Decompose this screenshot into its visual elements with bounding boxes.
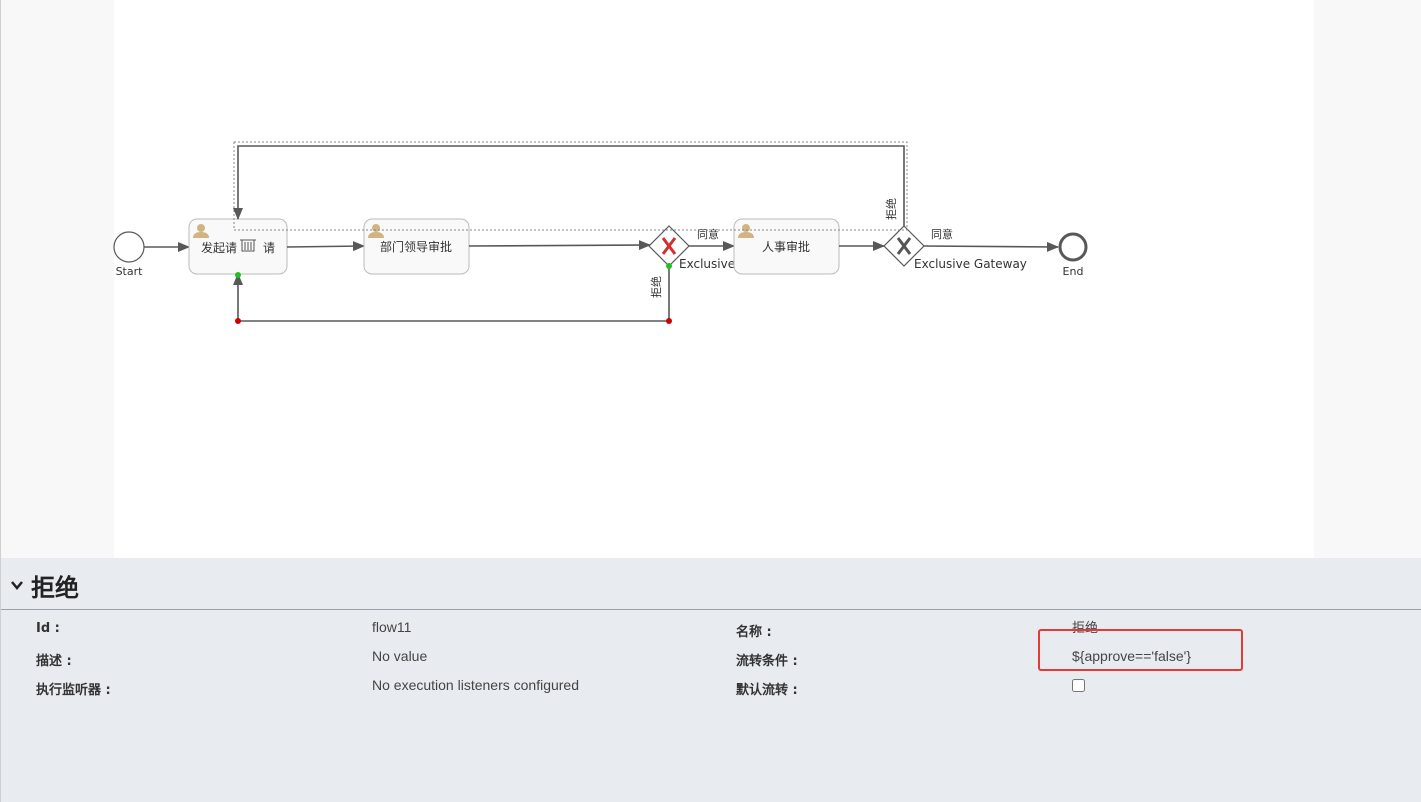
id-value[interactable]: flow11	[372, 619, 412, 635]
description-label: 描述 :	[36, 654, 72, 669]
description-value[interactable]: No value	[372, 648, 428, 664]
highlight-box	[1038, 629, 1243, 671]
sequence-flow-dept-to-gateway[interactable]	[468, 240, 651, 251]
name-value[interactable]: 拒绝	[1072, 620, 1099, 635]
default-flow-label: 默认流转 :	[736, 683, 798, 698]
end-event-label: End	[1063, 265, 1084, 278]
selection-handle[interactable]	[235, 272, 241, 278]
sequence-flow-gateway1-reject[interactable]	[233, 266, 670, 322]
task-label-hr-approval: 人事审批	[762, 239, 810, 254]
name-label: 名称 :	[736, 625, 772, 640]
flow-label-agree-1: 同意	[697, 227, 719, 241]
id-label: Id :	[36, 621, 60, 636]
exclusive-gateway-1[interactable]: Exclusive	[648, 225, 735, 271]
properties-header[interactable]: 拒绝	[1, 558, 1421, 610]
flow-label-reject-1: 拒绝	[649, 276, 663, 298]
gateway-2-label: Exclusive Gateway	[914, 257, 1027, 271]
selection-handle[interactable]	[235, 318, 241, 324]
properties-panel: 拒绝 Id : flow11 名称 : 拒绝 描述 : No value 流转条…	[0, 558, 1421, 802]
gateway-x-icon	[896, 237, 912, 255]
execution-listeners-label: 执行监听器 :	[36, 683, 111, 698]
diagram-canvas-area: Start 发起请 请	[0, 0, 1421, 558]
start-event-label: Start	[116, 265, 144, 278]
sequence-flow-request-to-dept[interactable]	[286, 241, 365, 252]
flow-label-reject-2: 拒绝	[884, 198, 898, 220]
task-label-dept-approval: 部门领导审批	[380, 239, 452, 254]
user-task-request[interactable]: 发起请 请	[188, 218, 288, 275]
gateway-1-label: Exclusive	[679, 257, 735, 271]
delete-icon[interactable]	[240, 239, 256, 252]
task-label-request-tail: 请	[263, 241, 275, 255]
diagram-canvas[interactable]	[114, 0, 1314, 558]
flow-selection-box	[233, 141, 908, 231]
selection-handle[interactable]	[666, 263, 672, 269]
condition-label: 流转条件 :	[736, 654, 798, 669]
sequence-flow-gateway2-reject[interactable]	[233, 145, 905, 226]
gateway-x-icon	[661, 237, 677, 255]
default-flow-checkbox[interactable]	[1072, 679, 1085, 692]
user-task-hr-approval[interactable]: 人事审批	[733, 218, 840, 275]
user-task-dept-approval[interactable]: 部门领导审批	[363, 218, 470, 275]
bpmn-diagram[interactable]: Start 发起请 请	[1, 0, 1421, 558]
chevron-down-icon[interactable]	[11, 579, 23, 591]
flow-label-agree-2: 同意	[931, 227, 953, 241]
selection-handle[interactable]	[666, 318, 672, 324]
start-event[interactable]	[113, 231, 145, 263]
exclusive-gateway-2[interactable]: Exclusive Gateway	[883, 225, 1027, 271]
execution-listeners-value[interactable]: No execution listeners configured	[372, 677, 580, 693]
sequence-flow-gateway2-agree[interactable]	[923, 241, 1059, 252]
task-label-request: 发起请	[201, 240, 237, 255]
properties-title: 拒绝	[31, 574, 79, 602]
end-event[interactable]	[1058, 232, 1088, 262]
condition-value[interactable]: ${approve=='false'}	[1072, 648, 1191, 664]
user-icon	[193, 224, 209, 238]
